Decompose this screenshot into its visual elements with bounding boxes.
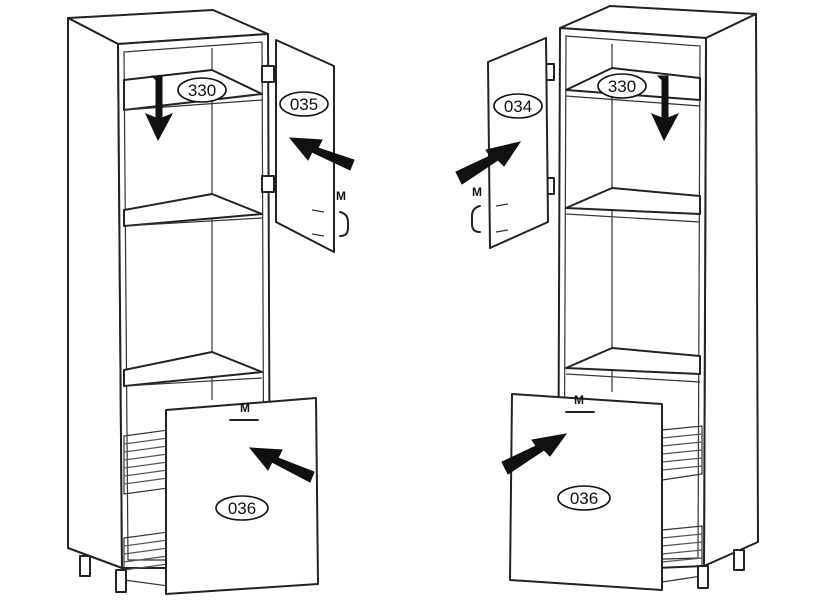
left-front-tag: 036 bbox=[215, 495, 269, 521]
left-shelf-arrow bbox=[145, 75, 174, 142]
right-front-arrow bbox=[501, 433, 568, 475]
right-door-handle-label: M bbox=[472, 185, 482, 199]
left-leg-front bbox=[115, 569, 127, 593]
left-cabinet: M M 330 035 036 bbox=[67, 9, 355, 595]
left-front-handle-label: M bbox=[240, 401, 250, 415]
left-basket-upper bbox=[123, 429, 169, 495]
left-door-tag-label: 035 bbox=[290, 95, 318, 114]
left-front-tag-label: 036 bbox=[228, 499, 256, 518]
right-front-tag: 036 bbox=[557, 485, 611, 511]
left-door-arrow bbox=[288, 137, 355, 171]
left-leg-back bbox=[79, 555, 91, 577]
right-shelf-lower bbox=[565, 347, 701, 375]
left-shelf-lower bbox=[123, 351, 263, 387]
right-leg-front bbox=[697, 565, 709, 589]
right-door-arrow bbox=[455, 141, 522, 185]
right-leg-back bbox=[733, 549, 745, 571]
left-front-arrow bbox=[248, 447, 315, 483]
right-cabinet-side bbox=[703, 13, 759, 567]
left-hinge-bottom bbox=[261, 175, 275, 193]
left-door-handle bbox=[339, 211, 349, 237]
right-door-handle bbox=[471, 205, 481, 233]
right-shelf-tag-label: 330 bbox=[608, 77, 636, 96]
left-shelf-tag: 330 bbox=[177, 77, 227, 103]
left-cabinet-side bbox=[67, 17, 123, 569]
right-shelf-middle bbox=[565, 187, 701, 215]
left-hinge-top bbox=[261, 65, 275, 83]
left-shelf-middle bbox=[123, 193, 263, 227]
right-front-handle-label: M bbox=[574, 393, 584, 407]
left-shelf-tag-label: 330 bbox=[188, 81, 216, 100]
right-shelf-arrow bbox=[651, 75, 680, 142]
right-door-tag: 034 bbox=[493, 93, 543, 119]
right-door-tag-label: 034 bbox=[504, 97, 532, 116]
left-door-handle-label: M bbox=[336, 189, 346, 203]
right-front-tag-label: 036 bbox=[570, 489, 598, 508]
right-cabinet: M M 330 034 036 bbox=[455, 5, 759, 591]
right-shelf-tag: 330 bbox=[597, 73, 647, 99]
left-door-tag: 035 bbox=[279, 91, 329, 117]
